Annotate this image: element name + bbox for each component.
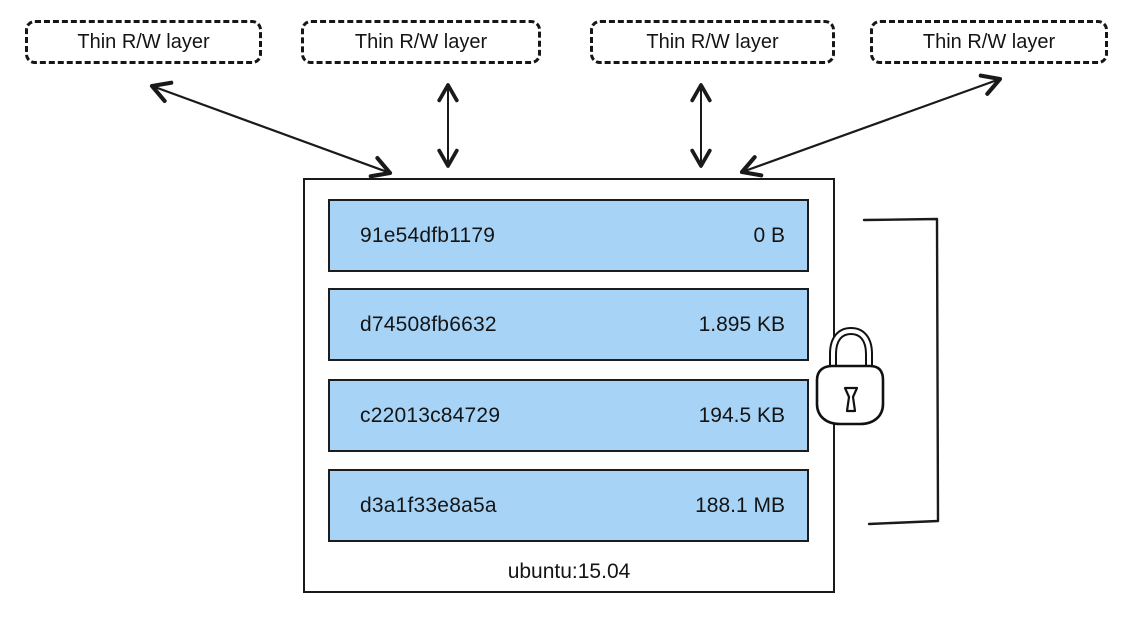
layer-id: d74508fb6632 — [360, 312, 497, 336]
arrow-thin-layer-1 — [149, 80, 393, 179]
thin-rw-layer-label: Thin R/W layer — [646, 30, 779, 53]
thin-rw-layer-box-2: Thin R/W layer — [301, 20, 541, 64]
image-layer-row: d3a1f33e8a5a 188.1 MB — [328, 469, 809, 542]
thin-rw-layer-label: Thin R/W layer — [354, 30, 488, 53]
layer-size: 0 B — [753, 223, 785, 247]
layer-id: 91e54dfb1179 — [360, 223, 496, 247]
thin-rw-layer-label: Thin R/W layer — [922, 30, 1056, 53]
layer-size: 1.895 KB — [698, 312, 785, 336]
layers-bracket — [862, 217, 940, 526]
image-container: 91e54dfb1179 0 B d74508fb6632 1.895 KB c… — [303, 178, 835, 593]
image-layer-row: c22013c84729 194.5 KB — [328, 379, 809, 452]
arrow-thin-layer-4 — [739, 73, 1003, 178]
thin-rw-layer-box-3: Thin R/W layer — [590, 20, 835, 64]
layer-size: 194.5 KB — [698, 403, 785, 427]
image-name-label: ubuntu:15.04 — [507, 560, 631, 583]
layer-id: c22013c84729 — [360, 403, 501, 427]
image-layer-row: d74508fb6632 1.895 KB — [328, 288, 809, 361]
layer-size: 188.1 MB — [695, 493, 785, 517]
thin-rw-layer-label: Thin R/W layer — [77, 30, 210, 53]
thin-rw-layer-box-4: Thin R/W layer — [870, 20, 1108, 64]
image-layer-row: 91e54dfb1179 0 B — [328, 199, 809, 272]
layer-id: d3a1f33e8a5a — [360, 493, 497, 517]
thin-rw-layer-box-1: Thin R/W layer — [25, 20, 262, 64]
